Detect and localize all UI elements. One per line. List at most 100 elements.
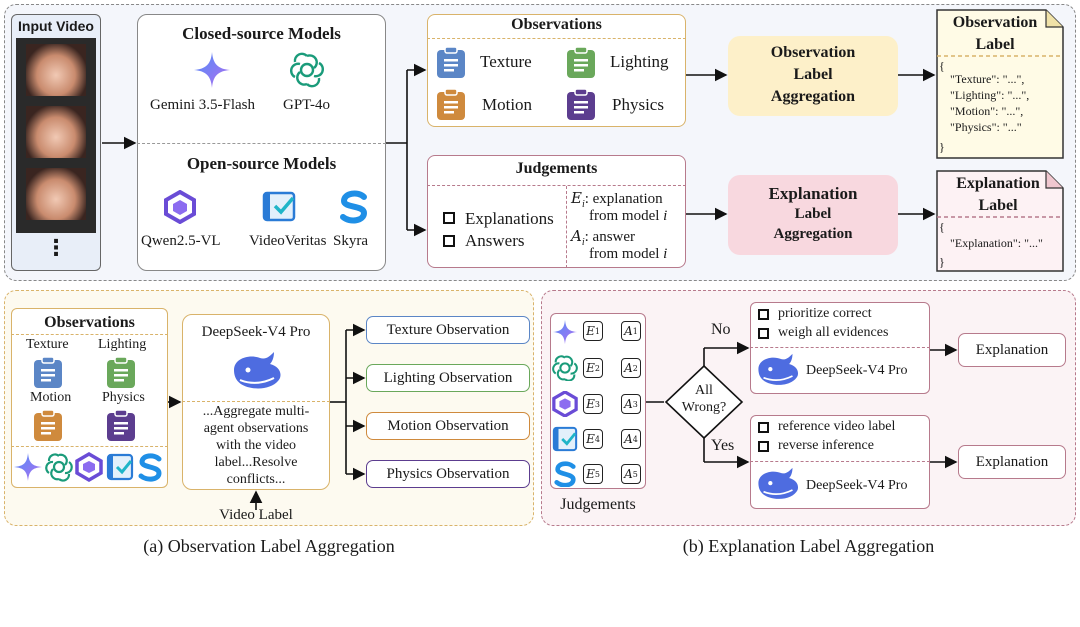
pa-ds-text4: label...Resolve xyxy=(214,455,298,470)
judgements-vsep xyxy=(566,186,567,268)
observation-label-doc xyxy=(936,9,1064,164)
qwen-icon xyxy=(162,189,198,229)
model-gpt4o-label: GPT-4o xyxy=(283,97,330,113)
pa-observations-title: Observations xyxy=(44,314,135,331)
pa-physics-label: Physics xyxy=(102,390,145,405)
ai-sub: i xyxy=(581,237,585,248)
decision-text-line2: Wrong? xyxy=(681,400,727,415)
pb-top-criterion1: prioritize correct xyxy=(778,306,872,321)
pb-gemini-icon xyxy=(552,319,578,350)
caption-a: (a) Observation Label Aggregation xyxy=(143,536,395,556)
branch-yes-label: Yes xyxy=(711,437,735,454)
pa-obs-sep1 xyxy=(11,334,168,335)
pa-ds-text3: with the video xyxy=(215,438,297,453)
observations-box xyxy=(427,14,686,127)
olabel-row1: "Texture": "...", xyxy=(950,72,1025,86)
answers-label: Answers xyxy=(465,231,525,250)
video-frame-2 xyxy=(26,106,86,158)
model-videoveritas-label: VideoVeritas xyxy=(249,233,327,249)
decision-diamond xyxy=(664,364,744,440)
caption-b: (b) Explanation Label Aggregation xyxy=(682,536,935,556)
pb-judgements-label: Judgements xyxy=(560,496,636,513)
ei-text2: from model xyxy=(589,208,660,224)
pb-bot-model: DeepSeek-V4 Pro xyxy=(806,478,908,493)
pa-out-motion: Motion Observation xyxy=(366,412,530,440)
pb-openai-icon xyxy=(552,355,578,386)
pa-deepseek-whale-icon xyxy=(230,350,284,397)
elabel-title2: Label xyxy=(978,197,1018,214)
decision-text-line1: All xyxy=(695,383,713,398)
ei-sub: i xyxy=(581,199,585,210)
obs-physics-label: Physics xyxy=(612,95,664,114)
explanation-aggregation-box xyxy=(728,175,898,255)
model-qwen-label: Qwen2.5-VL xyxy=(141,233,221,249)
pb-top-whale-icon xyxy=(755,352,801,393)
olabel-title2: Label xyxy=(975,36,1015,53)
elabel-open-brace: { xyxy=(939,220,945,234)
olabel-row4: "Physics": "..." xyxy=(950,120,1022,134)
ei-model-i: i xyxy=(663,208,668,224)
pa-deepseek-title: DeepSeek-V4 Pro xyxy=(201,324,311,340)
observations-title: Observations xyxy=(511,16,602,33)
olabel-title1: Observation xyxy=(952,14,1038,31)
pb-bot-whale-icon xyxy=(755,466,801,507)
judgements-title: Judgements xyxy=(515,160,598,177)
pb-bot-check2 xyxy=(758,441,769,452)
ei-symbol: E xyxy=(571,189,582,207)
gemini-icon xyxy=(192,50,232,95)
pb-top-model: DeepSeek-V4 Pro xyxy=(806,363,908,378)
models-separator xyxy=(137,143,386,144)
ei-definition-line2: from model i xyxy=(589,208,667,225)
pb-out-explanation-top: Explanation xyxy=(958,333,1066,367)
pb-videoveritas-icon xyxy=(552,426,578,457)
ai-text2: from model xyxy=(589,246,660,262)
ai-text1: : answer xyxy=(584,229,636,245)
closed-source-title: Closed-source Models xyxy=(182,24,341,43)
ai-definition-line1: Ai: answer xyxy=(571,227,635,248)
pa-video-label: Video Label xyxy=(219,507,293,523)
pa-lighting-icon xyxy=(106,356,136,394)
ai-definition-line2: from model i xyxy=(589,246,667,263)
video-frame-1 xyxy=(26,44,86,96)
pb-bot-sep xyxy=(750,461,930,462)
agg2-line1: Explanation xyxy=(768,184,858,203)
pa-ds-text1: ...Aggregate multi- xyxy=(202,404,310,419)
pb-out-explanation-bottom: Explanation xyxy=(958,445,1066,479)
elabel-close-brace: } xyxy=(939,255,945,269)
pa-texture-label: Texture xyxy=(26,337,69,352)
pa-model-icons xyxy=(13,451,165,488)
pb-top-sep xyxy=(750,347,930,348)
pa-out-physics: Physics Observation xyxy=(366,460,530,488)
agg2-line3: Aggregation xyxy=(773,226,853,242)
explanation-label-doc xyxy=(936,170,1064,277)
explanations-checkbox xyxy=(443,212,455,224)
pb-bot-check1 xyxy=(758,422,769,433)
pa-out-lighting: Lighting Observation xyxy=(366,364,530,392)
pb-bot-criterion2: reverse inference xyxy=(778,438,874,453)
openai-icon xyxy=(289,52,325,93)
pb-top-criterion2: weigh all evidences xyxy=(778,325,889,340)
skyra-icon xyxy=(338,190,370,229)
input-video-title: Input Video xyxy=(18,18,94,34)
pa-deepseek-box xyxy=(182,314,330,490)
obs-motion-label: Motion xyxy=(482,95,533,114)
observations-separator xyxy=(427,38,686,39)
pa-deepseek-sep xyxy=(182,401,330,402)
olabel-close-brace: } xyxy=(939,140,945,154)
model-gemini-label: Gemini 3.5-Flash xyxy=(150,97,255,113)
pa-ds-text5: conflicts... xyxy=(226,472,286,487)
observation-aggregation-box xyxy=(728,36,898,116)
answers-checkbox xyxy=(443,235,455,247)
explanations-label: Explanations xyxy=(465,209,554,228)
videoveritas-icon xyxy=(262,190,298,229)
models-panel xyxy=(137,14,386,271)
